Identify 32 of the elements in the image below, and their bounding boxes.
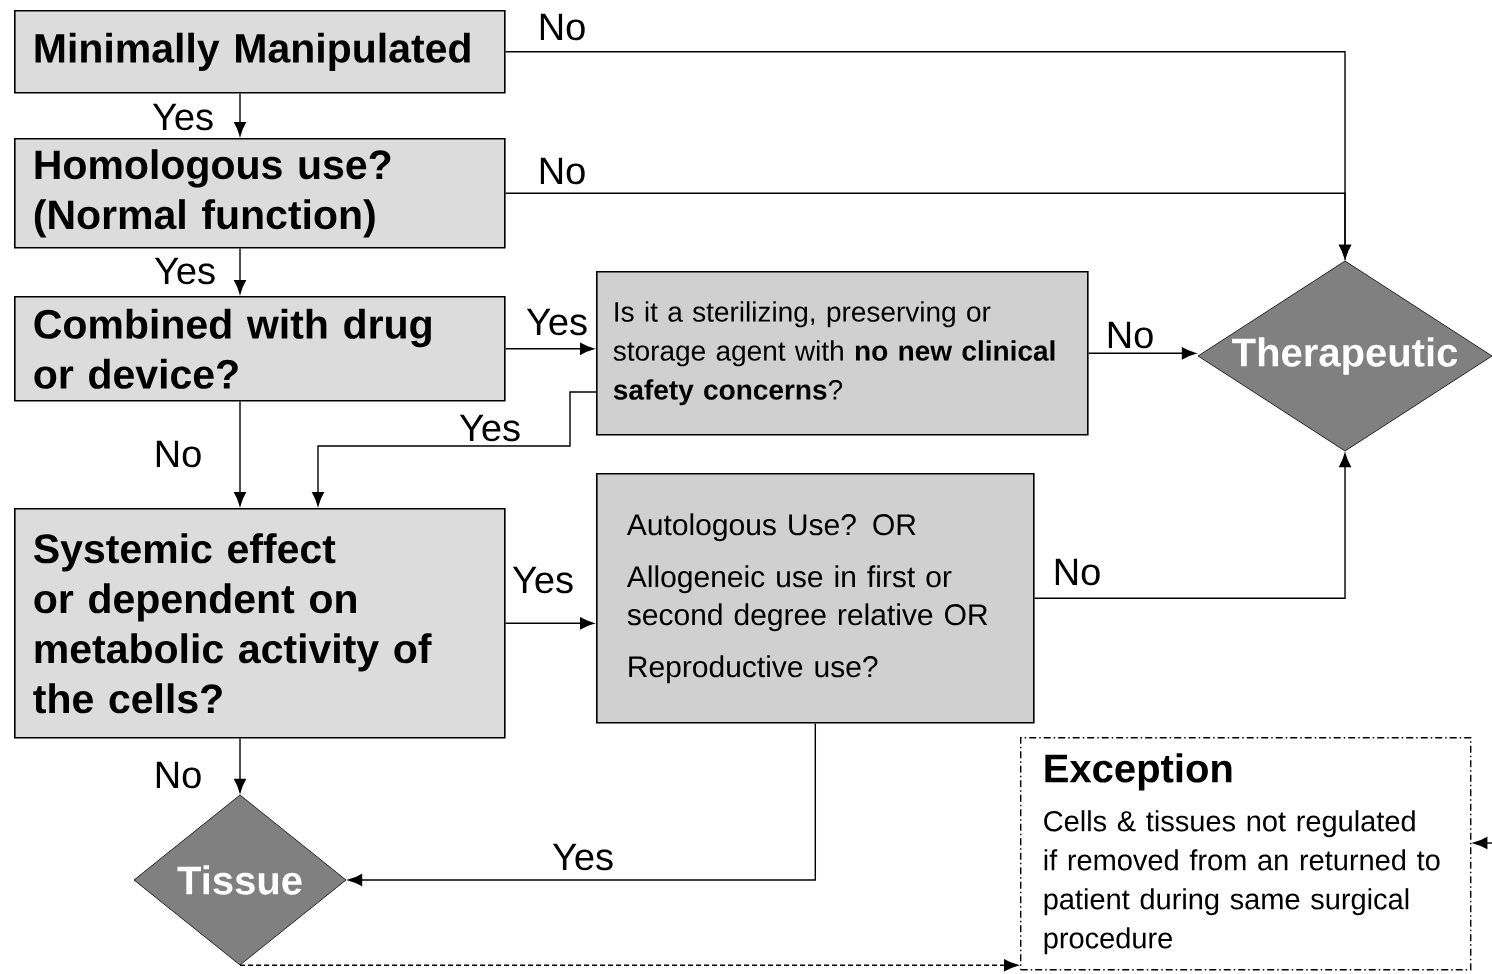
edge-label: No: [152, 439, 204, 469]
process-box: Minimally Manipulated: [14, 10, 506, 94]
note-box: Exception Cells & tissues not regulated if removed from an returned to patient during same surgical procedure: [1020, 737, 1472, 971]
arrow: [234, 92, 246, 137]
edge-label: No: [152, 760, 204, 790]
process-box: Homologous use? (Normal function): [14, 138, 506, 249]
arrow: [504, 192, 1351, 259]
arrow: [348, 722, 817, 886]
edge-label: No: [536, 12, 588, 42]
edge-label: Yes: [511, 565, 575, 595]
arrow: [1473, 837, 1492, 849]
arrow: [234, 400, 246, 507]
arrow: [239, 959, 1019, 972]
edge-label: No: [1051, 557, 1103, 587]
arrow: [1087, 347, 1196, 360]
arrow: [234, 737, 246, 793]
edge-label: No: [536, 156, 588, 186]
edge-label: No: [1104, 320, 1156, 350]
arrow: [504, 342, 595, 355]
edge-label: Yes: [153, 256, 217, 286]
process-box: Autologous Use? OR Allogeneic use in first or second degree relative OR Reproductive use?: [596, 473, 1035, 724]
process-box: Combined with drug or device?: [14, 296, 506, 402]
process-box: Is it a sterilizing, preserving or storage agent with no new clinical safety concerns?: [596, 271, 1089, 436]
arrow: [234, 247, 246, 295]
edge-label: Yes: [458, 413, 522, 443]
edge-label: Yes: [525, 307, 589, 337]
arrow: [504, 617, 595, 630]
edge-label: Yes: [151, 102, 215, 132]
arrow: [1033, 453, 1351, 599]
edge-label: Yes: [551, 842, 615, 872]
process-box: Systemic effect or dependent on metabolic activity of the cells?: [14, 508, 506, 739]
arrow: [312, 391, 597, 507]
